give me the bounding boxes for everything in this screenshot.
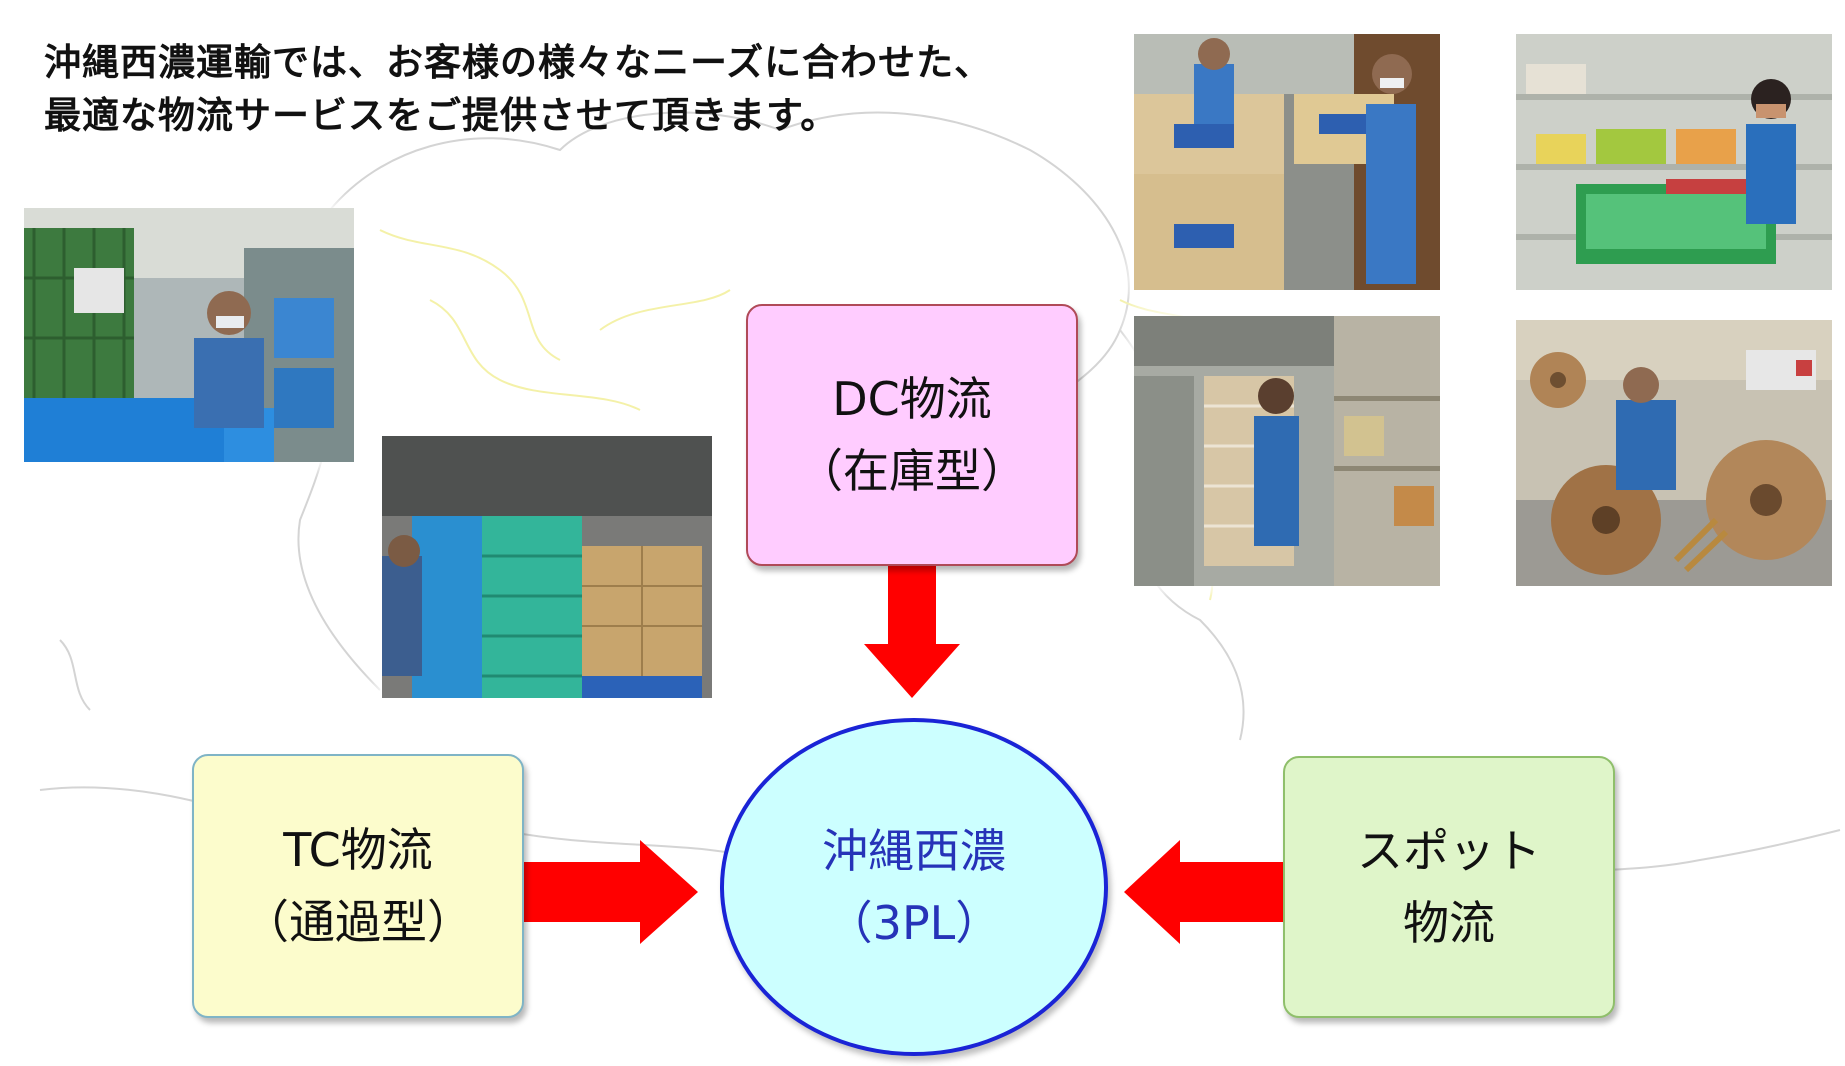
service-box-dc: DC物流 （在庫型） [746, 304, 1078, 566]
photo-warehouse-crates-worker [382, 436, 712, 698]
service-spot-subtitle: 物流 [1403, 896, 1495, 950]
service-box-spot: スポット 物流 [1283, 756, 1615, 1018]
hub-circle: 沖縄西濃 （3PL） [720, 718, 1108, 1056]
service-tc-subtitle: （通過型） [243, 895, 473, 949]
arrow-spot-to-hub [1124, 840, 1284, 944]
service-spot-title: スポット [1357, 824, 1541, 878]
photo-worker-wrapping-pallet [1134, 316, 1440, 586]
photo-warehouse-cart-worker [24, 208, 354, 462]
service-box-tc: TC物流 （通過型） [192, 754, 524, 1018]
service-tc-title: TC物流 [283, 823, 433, 877]
photo-worker-picking-shelves [1516, 34, 1832, 290]
hub-name: 沖縄西濃 [822, 824, 1006, 878]
arrow-tc-to-hub [522, 840, 698, 944]
headline: 沖縄西濃運輸では、お客様の様々なニーズに合わせた、 最適な物流サービスをご提供さ… [44, 36, 1064, 142]
hub-subtitle: （3PL） [826, 896, 1002, 950]
service-dc-subtitle: （在庫型） [797, 444, 1027, 498]
service-dc-title: DC物流 [832, 372, 992, 426]
headline-line-2: 最適な物流サービスをご提供させて頂きます。 [44, 94, 839, 137]
photo-worker-cable-reels [1516, 320, 1832, 586]
headline-line-1: 沖縄西濃運輸では、お客様の様々なニーズに合わせた、 [44, 41, 993, 84]
arrow-dc-to-hub [864, 562, 960, 698]
photo-worker-moving-boxes [1134, 34, 1440, 290]
